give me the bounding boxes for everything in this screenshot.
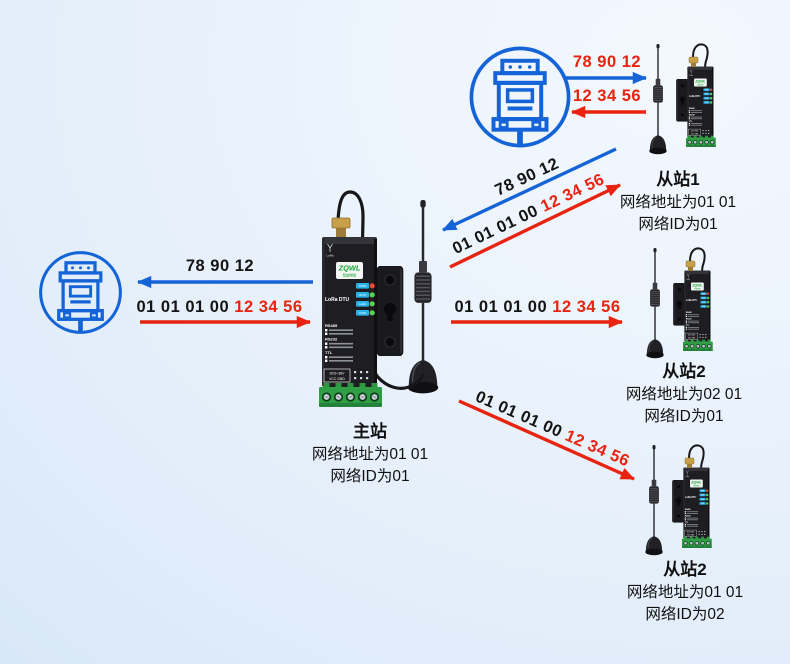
antenna-cable	[692, 43, 709, 71]
arrow-master-to-slave3	[458, 399, 635, 481]
master-antenna	[407, 200, 439, 395]
slave1-station-label: 从站1 网络地址为01 01 网络ID为01	[593, 168, 763, 236]
msg-serial-to-master: 01 01 01 00 12 34 56	[136, 298, 303, 316]
antenna-cable	[688, 444, 705, 472]
station-address: 网络地址为01 01	[619, 194, 737, 211]
station-network-id: 网络ID为01	[644, 408, 724, 425]
msg-master-to-serial: 78 90 12	[185, 257, 255, 275]
msg-master-to-slave2: 01 01 01 00 12 34 56	[454, 298, 621, 316]
station-name: 从站2	[662, 362, 706, 381]
arrow-slave1-to-master	[442, 147, 617, 232]
sma-connector	[688, 56, 699, 64]
sma-connector	[684, 457, 695, 465]
station-name: 主站	[353, 422, 387, 441]
station-address: 网络地址为02 01	[625, 386, 743, 403]
slave1-dtu-device	[648, 43, 717, 155]
master-station-label: 主站 网络地址为01 01 网络ID为01	[270, 420, 470, 488]
msg-slave1-to-serial: 12 34 56	[572, 87, 642, 105]
station-network-id: 网络ID为02	[645, 606, 725, 623]
station-name: 从站2	[663, 560, 707, 579]
sma-connector	[685, 260, 696, 268]
master-bracket	[377, 266, 404, 356]
antenna-cable	[689, 247, 706, 275]
station-name: 从站1	[656, 170, 700, 189]
station-address: 网络地址为01 01	[626, 584, 744, 601]
msg-serial-to-slave1: 78 90 12	[572, 53, 642, 71]
slave2-dtu-device	[645, 247, 714, 359]
station-network-id: 网络ID为01	[330, 468, 410, 485]
master-body	[319, 236, 383, 408]
station-address: 网络地址为01 01	[311, 446, 429, 463]
station-network-id: 网络ID为01	[638, 216, 718, 233]
sma-connector	[331, 217, 351, 229]
slave3-dtu-device	[644, 444, 713, 556]
arrow-master-to-slave1	[449, 183, 621, 269]
serial-port-icon-left	[37, 249, 124, 336]
slave2-station-label: 从站2 网络地址为02 01 网络ID为01	[599, 360, 769, 428]
slave3-station-label: 从站2 网络地址为01 01 网络ID为02	[600, 558, 770, 626]
master-dtu-device	[319, 190, 439, 408]
